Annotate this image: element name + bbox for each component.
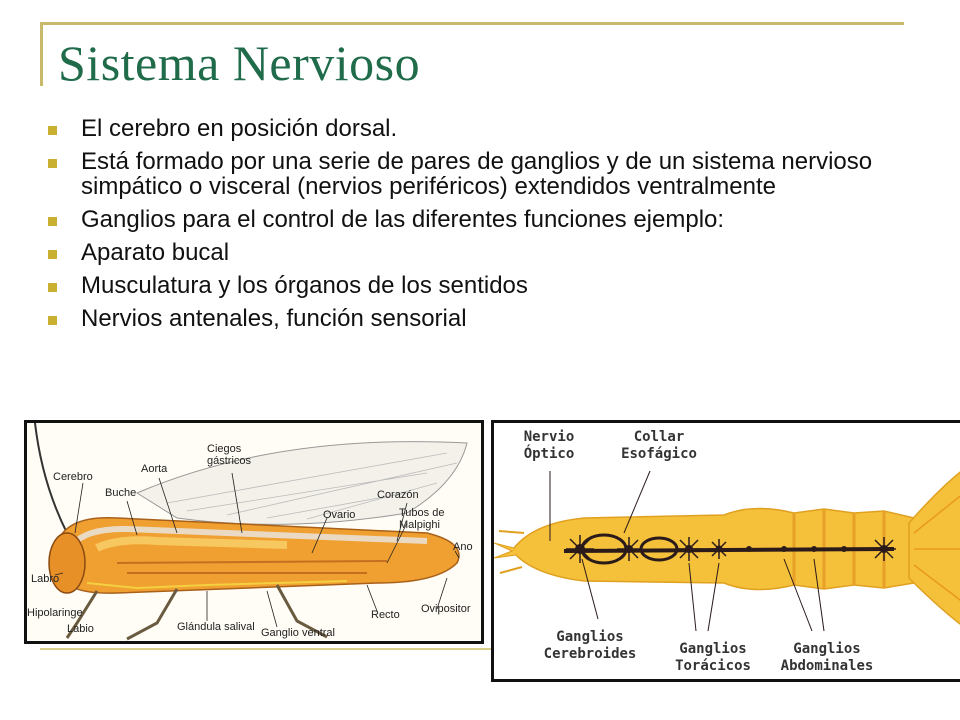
bullet-list: El cerebro en posición dorsal. Está form…: [46, 116, 896, 339]
label-ganglios-toracicos: Ganglios Torácicos: [675, 641, 751, 674]
crustacean-nervous-system-figure: Nervio Óptico Collar Esofágico Ganglios …: [491, 420, 960, 682]
bullet-text: Está formado por una serie de pares de g…: [81, 148, 873, 200]
insect-anatomy-illustration: [34, 423, 468, 641]
bullet-square-icon: [48, 126, 57, 135]
label-ano: Ano: [453, 541, 473, 553]
label-ganglios-cerebroides: Ganglios Cerebroides: [543, 629, 637, 662]
label-labio: Labio: [67, 623, 94, 635]
bullet-item: Nervios antenales, función sensorial: [46, 306, 896, 331]
label-ciegos: Ciegos gástricos: [207, 443, 252, 467]
label-collar-esofagico: Collar Esofágico: [621, 429, 697, 462]
bullet-square-icon: [48, 283, 57, 292]
label-aorta: Aorta: [141, 463, 168, 475]
insect-anatomy-figure: Cerebro Buche Aorta Ciegos gástricos Cor…: [24, 420, 484, 644]
frame-top-line: [40, 22, 904, 25]
label-ovario: Ovario: [323, 509, 356, 521]
label-nervio-optico: Nervio Óptico: [523, 429, 575, 462]
frame-bottom-line: [40, 648, 495, 650]
label-labro: Labro: [31, 573, 60, 585]
bullet-item: Ganglios para el control de las diferent…: [46, 207, 896, 232]
label-glandula: Glándula salival: [177, 621, 255, 633]
bullet-square-icon: [48, 217, 57, 226]
bullet-item: Musculatura y los órganos de los sentido…: [46, 273, 896, 298]
bullet-text: El cerebro en posición dorsal.: [81, 115, 398, 142]
bullet-text: Nervios antenales, función sensorial: [81, 305, 467, 332]
bullet-item: El cerebro en posición dorsal.: [46, 116, 896, 141]
label-hipolaringe: Hipolaringe: [27, 607, 83, 619]
crustacean-nervous-illustration: [494, 470, 960, 632]
label-ovipositor: Ovipositor: [421, 603, 471, 615]
bullet-square-icon: [48, 316, 57, 325]
label-recto: Recto: [371, 609, 400, 621]
bullet-item: Aparato bucal: [46, 240, 896, 265]
bullet-text: Aparato bucal: [81, 239, 230, 266]
bullet-square-icon: [48, 250, 57, 259]
bullet-item: Está formado por una serie de pares de g…: [46, 149, 896, 199]
bullet-text: Musculatura y los órganos de los sentido…: [81, 272, 528, 299]
label-buche: Buche: [105, 487, 137, 499]
bullet-text: Ganglios para el control de las diferent…: [81, 206, 725, 233]
label-tubos: Tubos de Malpighi: [399, 507, 445, 531]
frame-left-line: [40, 22, 43, 86]
bullet-square-icon: [48, 159, 57, 168]
label-cerebro: Cerebro: [53, 471, 93, 483]
label-corazon: Corazón: [377, 489, 419, 501]
label-ganglios-abdominales: Ganglios Abdominales: [780, 641, 874, 674]
label-ganglio: Ganglio ventral: [261, 627, 335, 639]
slide-title: Sistema Nervioso: [58, 35, 421, 91]
